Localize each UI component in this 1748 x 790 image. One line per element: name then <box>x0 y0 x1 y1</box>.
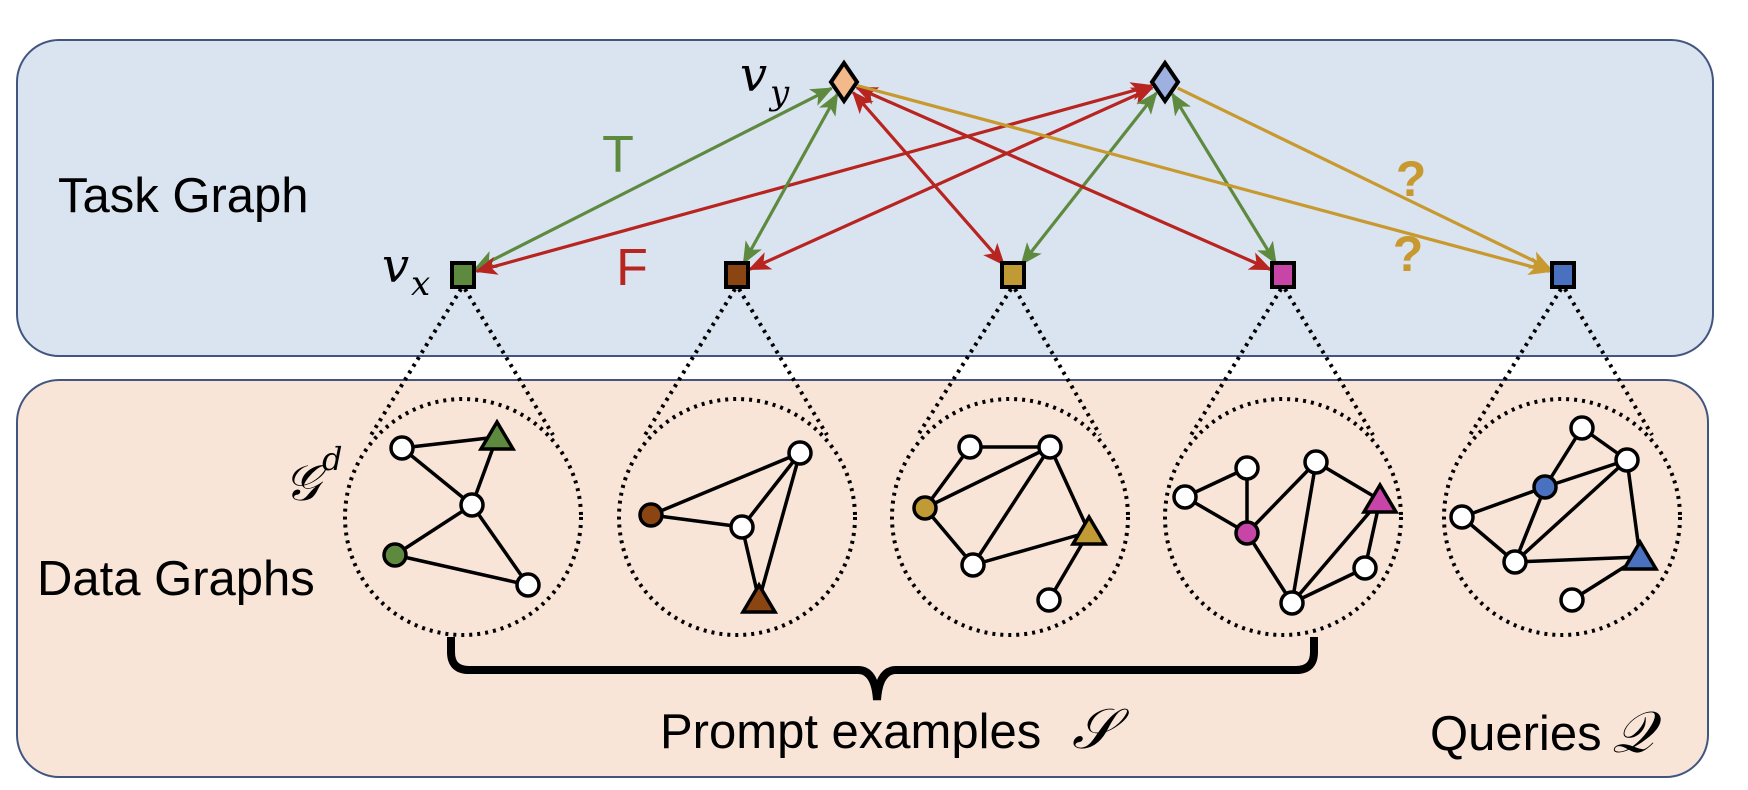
task-graph-nodes <box>450 59 1576 289</box>
data-graph-edge <box>1461 485 1546 519</box>
target-node-triangle <box>1620 538 1660 571</box>
data-node-vx <box>450 261 476 289</box>
graph-node <box>1559 587 1585 613</box>
data-graph-edge <box>1290 461 1318 604</box>
data-graph-edge <box>650 451 801 517</box>
source-node <box>1532 474 1558 500</box>
svg-text:v: v <box>740 47 767 103</box>
unknown-edge-label-2: ? <box>1393 226 1424 282</box>
data-graphs <box>382 415 1660 616</box>
data-graph-edge <box>400 446 474 507</box>
task-graph-label: Task Graph <box>58 169 309 223</box>
data-graph-edge <box>924 445 1051 510</box>
data-graph-pink <box>1172 449 1400 616</box>
target-node-triangle <box>1069 513 1109 546</box>
prompt-data-node <box>724 261 750 289</box>
data-graph-boundary <box>1163 397 1403 637</box>
prompt-examples-brace <box>447 637 1318 701</box>
data-graph-boundary <box>890 397 1130 637</box>
data-graph-edge <box>401 435 498 450</box>
task-edge-true <box>1170 92 1278 265</box>
data-graph-brown <box>638 440 813 614</box>
data-graph-edge <box>1513 486 1547 563</box>
data-graph-edge <box>394 553 529 587</box>
data-graph-edge <box>1291 566 1366 605</box>
data-graph-edge <box>1290 498 1382 605</box>
graph-node <box>1234 455 1260 481</box>
data-graph-boundary <box>343 397 583 637</box>
graph-node <box>1279 590 1305 616</box>
svg-text:v: v <box>382 238 409 294</box>
source-node <box>638 502 664 528</box>
graph-node <box>1172 484 1198 510</box>
queries-label: Queries 𝒬 <box>1430 698 1662 766</box>
graph-node <box>729 514 755 540</box>
graph-node <box>459 492 485 518</box>
data-graph-edge <box>1245 532 1294 604</box>
data-graph-edge <box>1513 458 1629 564</box>
data-graph-edge <box>650 513 743 529</box>
data-graph-edge <box>1625 459 1642 558</box>
target-node-triangle <box>739 581 779 614</box>
graph-node <box>1036 587 1062 613</box>
data-graph-edge <box>1048 446 1091 533</box>
svg-text:d: d <box>322 440 342 478</box>
label-node-vy <box>828 59 860 105</box>
graph-node <box>1614 447 1640 473</box>
data-graph-edge <box>740 451 802 529</box>
svg-text:x: x <box>411 264 430 304</box>
vx-label: v x <box>382 238 430 304</box>
graph-node <box>1569 415 1595 441</box>
data-graph-edge <box>757 452 802 601</box>
graph-node <box>1303 449 1329 475</box>
unknown-edge-label-1: ? <box>1396 151 1427 207</box>
svg-text:Queries: Queries <box>1430 707 1602 761</box>
data-graph-blue <box>1449 415 1660 613</box>
source-node <box>912 495 938 521</box>
graph-node <box>957 434 983 460</box>
data-graph-boundary <box>617 397 857 637</box>
graph-node <box>1352 555 1378 581</box>
svg-text:Prompt examples: Prompt examples <box>660 705 1041 759</box>
prompt-data-node <box>1000 261 1026 289</box>
target-node-triangle <box>477 418 517 451</box>
source-node <box>1234 520 1260 546</box>
data-graph-edge <box>1245 460 1318 535</box>
graph-node <box>1449 504 1475 530</box>
task-edge-unknown <box>857 84 1552 276</box>
zoom-connector-left <box>916 287 1013 437</box>
label-node <box>1149 59 1181 105</box>
data-graph-edge <box>1514 555 1641 564</box>
data-graph-boundaries <box>343 397 1682 637</box>
true-edge-label: T <box>602 126 634 184</box>
graph-node <box>1502 549 1528 575</box>
graph-node <box>515 572 541 598</box>
prompt-data-node <box>1270 261 1296 289</box>
svg-text:y: y <box>768 73 790 113</box>
task-edge-unknown <box>1176 86 1553 271</box>
graph-node <box>787 440 813 466</box>
graph-node <box>389 435 415 461</box>
data-graph-gold <box>912 434 1109 613</box>
source-node <box>382 542 408 568</box>
query-data-node <box>1550 261 1576 289</box>
data-graph-edge <box>971 446 1052 566</box>
graph-node <box>960 552 986 578</box>
data-graph-green <box>382 418 541 598</box>
false-edge-label: F <box>616 239 648 297</box>
data-graph-boundary <box>1442 397 1682 637</box>
zoom-connectors <box>369 287 1654 437</box>
data-graph-edge <box>470 503 530 587</box>
data-graphs-label: Data Graphs <box>37 552 315 606</box>
data-graph-edge <box>1544 458 1628 489</box>
data-graph-edge <box>972 530 1090 567</box>
target-node-triangle <box>1360 481 1400 514</box>
graph-node <box>1037 434 1063 460</box>
task-graph-edges <box>473 82 1553 276</box>
data-graph-edge <box>394 503 473 557</box>
vy-label: v y <box>740 47 790 113</box>
